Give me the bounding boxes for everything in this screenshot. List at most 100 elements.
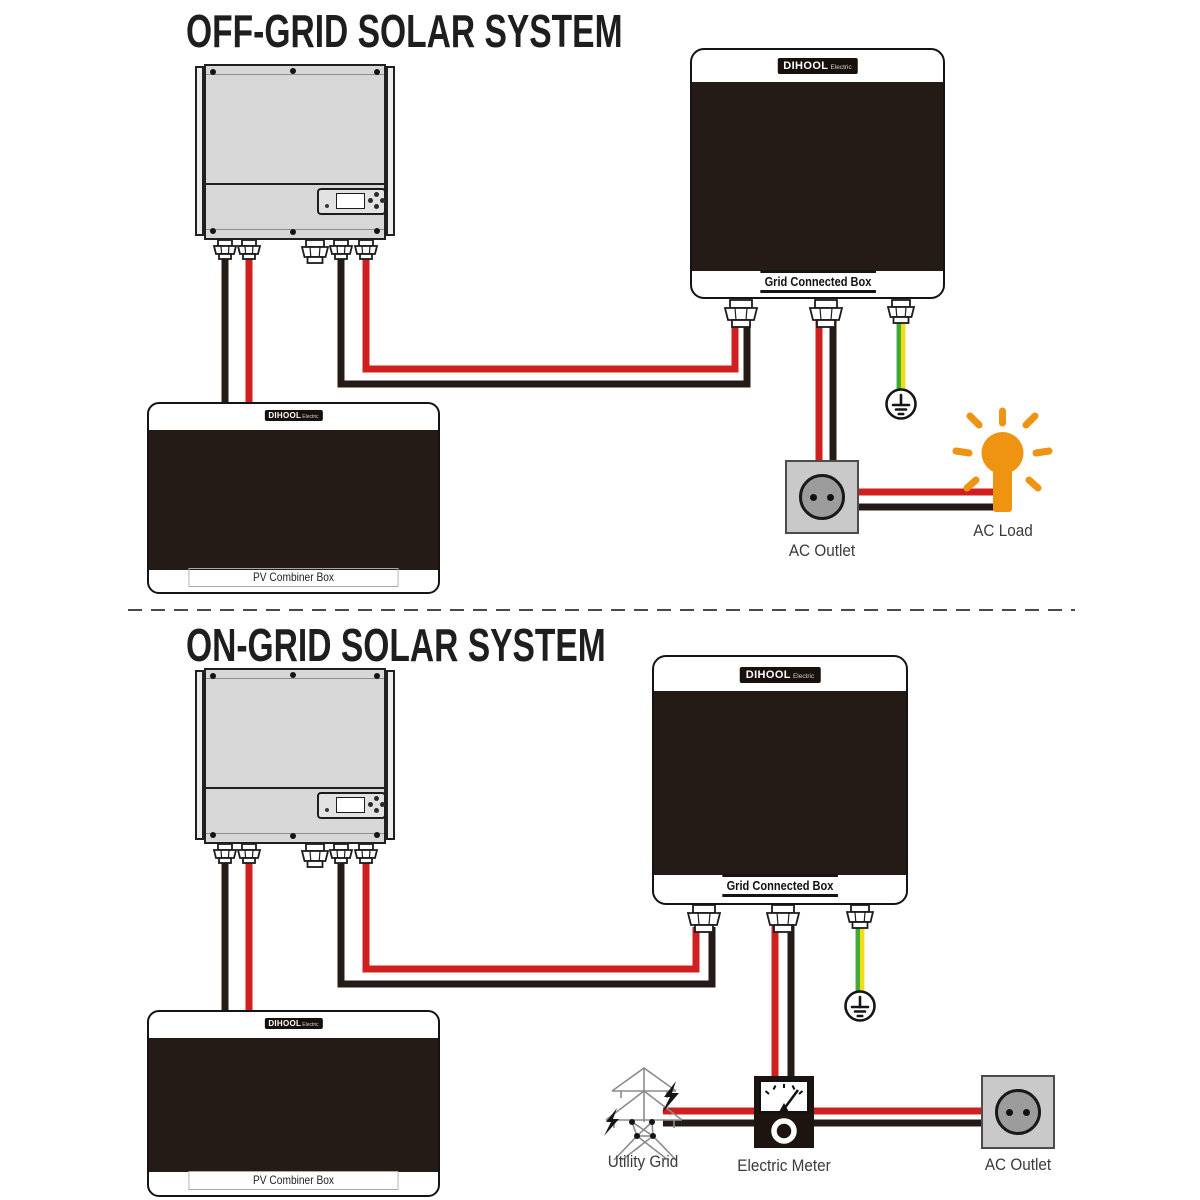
utility-grid-tower-icon [604, 1067, 683, 1161]
ongrid-ac-wire-red [362, 856, 700, 973]
cable-gland [329, 843, 353, 864]
dpad-right-button[interactable] [380, 802, 385, 807]
lcd-screen [336, 193, 365, 209]
cable-gland [809, 299, 843, 328]
lightning-bolt-icon [662, 1081, 679, 1113]
dpad-up-button[interactable] [374, 796, 379, 801]
offgrid-ac-wire-black [337, 252, 751, 388]
socket-pin-hole [1023, 1108, 1030, 1116]
dpad-down-button[interactable] [374, 204, 379, 209]
brand-name: DIHOOL [268, 411, 302, 420]
screw-icon [374, 228, 380, 234]
cable-gland [887, 299, 915, 324]
screw-icon [210, 832, 216, 838]
enclosure-front-panel [654, 691, 906, 875]
offgrid-pv-combiner-box: DIHOOL Electric PV Combiner Box [147, 402, 440, 594]
lcd-screen [336, 797, 365, 813]
grid-box-label: Grid Connected Box [722, 874, 838, 897]
cable-gland [213, 843, 237, 864]
cable-gland [237, 239, 261, 260]
ac-load-bulb-icon [952, 407, 1053, 512]
ongrid-ac-outlet [981, 1075, 1055, 1149]
screw-icon [290, 229, 296, 235]
brand-name: DIHOOL [745, 669, 791, 681]
cable-gland [846, 904, 874, 929]
screw-icon [290, 68, 296, 74]
socket-face-icon [799, 474, 845, 520]
brand-badge: DIHOOL Electric [264, 1018, 323, 1029]
socket-pin-hole [827, 493, 834, 501]
cable-gland [237, 843, 261, 864]
dpad-down-button[interactable] [374, 808, 379, 813]
inverter-mount-flange-right [386, 670, 395, 840]
pv-box-label: PV Combiner Box [188, 568, 399, 587]
screw-icon [210, 673, 216, 679]
brand-sub: Electric [302, 414, 319, 420]
screw-icon [374, 69, 380, 75]
cable-gland [724, 299, 758, 328]
status-led-icon [325, 204, 329, 208]
cable-gland [301, 843, 329, 868]
cable-gland [329, 239, 353, 260]
enclosure-front-panel [692, 82, 943, 271]
inverter-body [204, 64, 386, 240]
brand-name: DIHOOL [268, 1019, 302, 1028]
cable-gland [301, 239, 329, 264]
ongrid-pv-combiner-box: DIHOOL Electric PV Combiner Box [147, 1010, 440, 1197]
ongrid-grid-connected-box: DIHOOL Electric Grid Connected Box [652, 655, 908, 905]
ac-load-label: AC Load [973, 521, 1033, 540]
dpad-left-button[interactable] [368, 198, 373, 203]
cable-gland [354, 843, 378, 864]
brand-sub: Electric [830, 64, 852, 71]
dpad-right-button[interactable] [380, 198, 385, 203]
offgrid-solar-inverter [195, 64, 395, 240]
screw-icon [290, 833, 296, 839]
dpad-left-button[interactable] [368, 802, 373, 807]
screw-icon [210, 228, 216, 234]
brand-sub: Electric [792, 673, 815, 680]
offgrid-grid-connected-box: DIHOOL Electric Grid Connected Box [690, 48, 945, 299]
inverter-display-panel [317, 792, 386, 819]
status-led-icon [325, 808, 329, 812]
screw-icon [210, 69, 216, 75]
earth-ground-icon [885, 388, 917, 420]
lightning-bolt-icon [604, 1108, 619, 1136]
inverter-seam-top [206, 74, 384, 75]
brand-badge: DIHOOL Electric [739, 667, 821, 683]
dpad-up-button[interactable] [374, 192, 379, 197]
ongrid-section-title: ON-GRID SOLAR SYSTEM [186, 619, 606, 671]
enclosure-front-panel [149, 430, 438, 570]
socket-pin-hole [810, 493, 817, 501]
brand-name: DIHOOL [783, 60, 829, 72]
ongrid-solar-inverter [195, 668, 395, 844]
inverter-body [204, 668, 386, 844]
screw-icon [374, 832, 380, 838]
brand-sub: Electric [302, 1022, 319, 1028]
inverter-seam-top [206, 678, 384, 679]
brand-badge: DIHOOL Electric [777, 58, 858, 74]
electric-meter-label: Electric Meter [737, 1156, 831, 1175]
ongrid-ac-outlet-label: AC Outlet [984, 1155, 1052, 1174]
offgrid-section-title: OFF-GRID SOLAR SYSTEM [186, 5, 623, 57]
cable-gland [213, 239, 237, 260]
inverter-mount-flange-left [195, 670, 204, 840]
socket-pin-hole [1006, 1108, 1013, 1116]
screw-icon [290, 672, 296, 678]
brand-badge: DIHOOL Electric [264, 410, 323, 421]
enclosure-front-panel [149, 1038, 438, 1172]
electric-meter-icon [754, 1076, 814, 1148]
inverter-mount-flange-left [195, 66, 204, 236]
screw-icon [374, 673, 380, 679]
grid-box-label: Grid Connected Box [759, 270, 876, 293]
socket-face-icon [995, 1089, 1041, 1135]
ongrid-ac-wire-black [337, 856, 716, 988]
offgrid-ac-outlet-label: AC Outlet [788, 541, 856, 560]
offgrid-ac-wire-red [362, 252, 739, 373]
inverter-mount-flange-right [386, 66, 395, 236]
inverter-display-panel [317, 188, 386, 215]
inverter-divider-line [206, 787, 384, 789]
earth-ground-icon [844, 990, 876, 1022]
cable-gland [354, 239, 378, 260]
